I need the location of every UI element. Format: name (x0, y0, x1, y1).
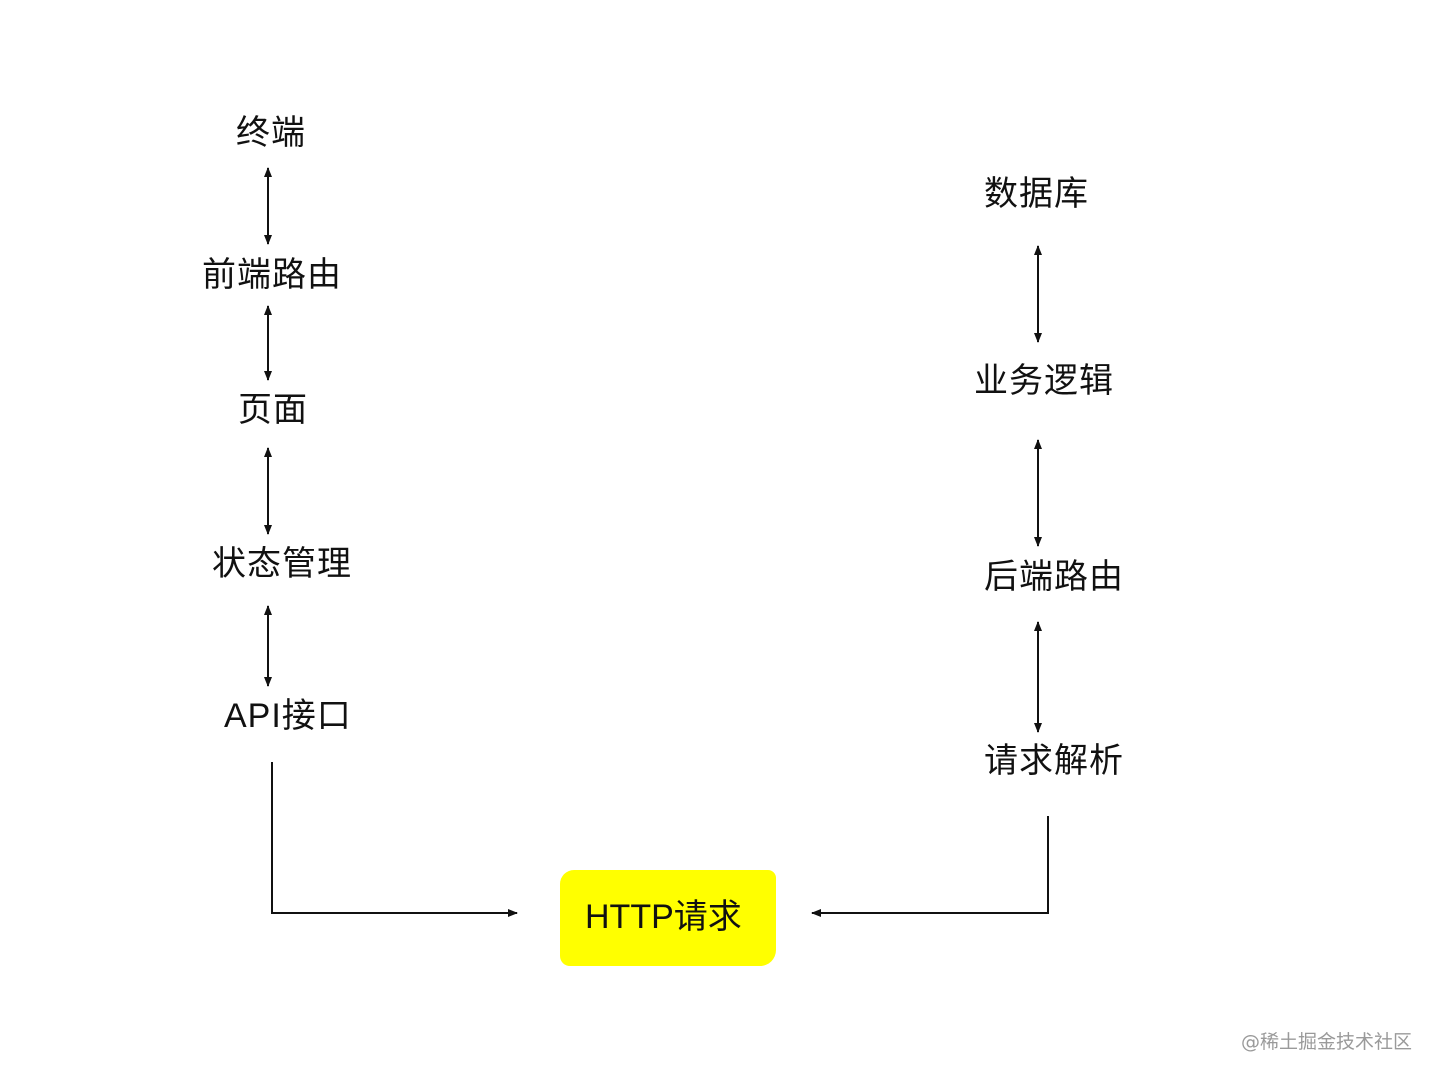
node-state-management: 状态管理 (212, 544, 352, 584)
node-http-request: HTTP请求 (585, 898, 742, 936)
node-frontend-routing: 前端路由 (202, 255, 342, 295)
connector-request-parsing-to-http (811, 816, 1049, 917)
node-backend-routing: 后端路由 (984, 557, 1124, 597)
connector-api-to-http (271, 762, 518, 917)
node-terminal: 终端 (236, 113, 306, 153)
node-database: 数据库 (984, 174, 1089, 214)
node-request-parsing: 请求解析 (984, 741, 1124, 781)
http-request-highlight (560, 870, 776, 966)
node-business-logic: 业务逻辑 (974, 361, 1114, 401)
node-api-interface: API接口 (224, 697, 352, 735)
watermark-text: @稀土掘金技术社区 (1240, 1031, 1412, 1053)
node-page: 页面 (238, 390, 308, 430)
